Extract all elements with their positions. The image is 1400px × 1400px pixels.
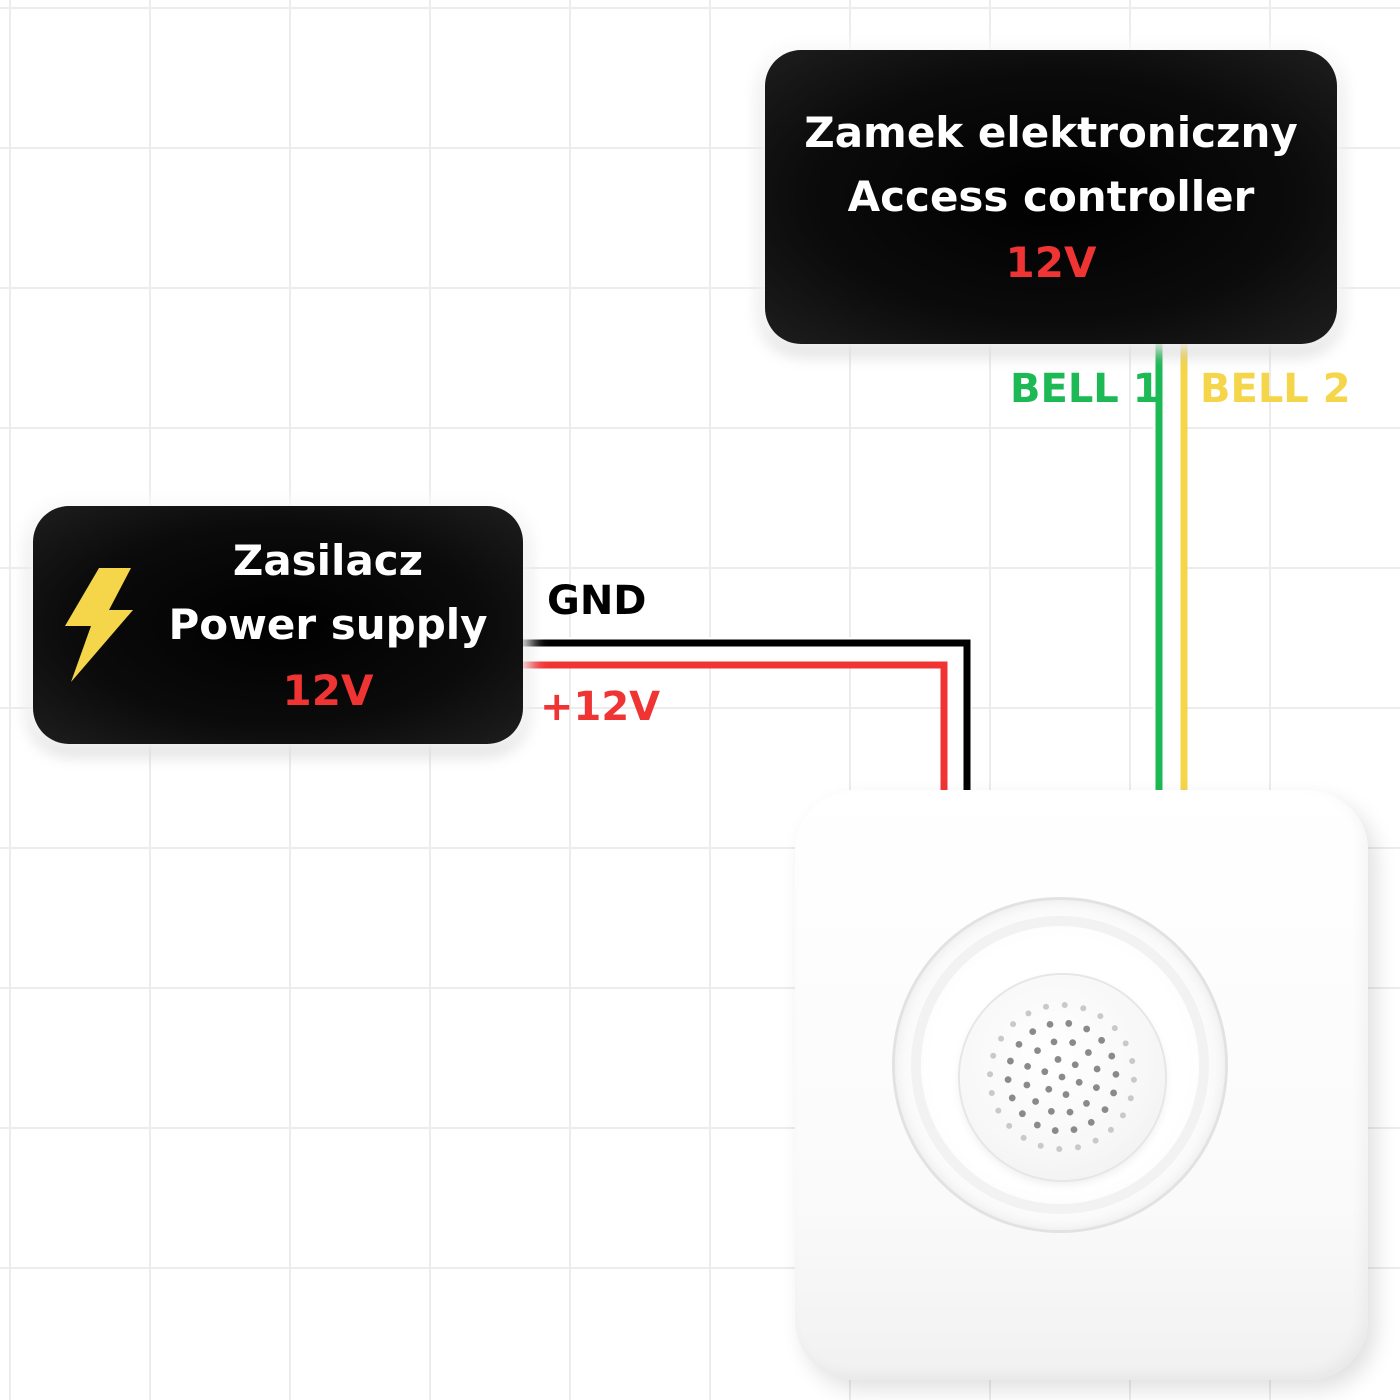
- bell2-label: BELL 2: [1200, 366, 1351, 412]
- speaker-hole: [1006, 1122, 1013, 1129]
- access-controller-voltage: 12V: [1005, 238, 1097, 287]
- speaker-hole: [1085, 1049, 1092, 1056]
- gnd-label: GND: [547, 578, 647, 624]
- speaker-hole: [1045, 1085, 1053, 1093]
- power-supply-title-en: Power supply: [168, 600, 488, 649]
- power-supply-box: Zasilacz Power supply 12V: [33, 506, 523, 744]
- speaker-hole: [1111, 1025, 1118, 1032]
- access-controller-title-en: Access controller: [847, 172, 1255, 221]
- speaker-hole: [1075, 1078, 1083, 1086]
- speaker-holes: [987, 1002, 1137, 1152]
- speaker-hole: [1107, 1126, 1114, 1133]
- speaker-hole: [1024, 1062, 1032, 1070]
- speaker-hole: [1023, 1081, 1031, 1089]
- access-controller-title-pl: Zamek elektroniczny: [804, 108, 1298, 157]
- speaker-hole: [1061, 1002, 1068, 1009]
- speaker-hole: [995, 1107, 1002, 1114]
- speaker-hole: [1071, 1061, 1079, 1069]
- speaker-hole: [988, 1089, 995, 1096]
- speaker-hole: [1041, 1068, 1049, 1076]
- speaker-hole: [1050, 1038, 1058, 1046]
- speaker-hole: [1054, 1056, 1062, 1063]
- speaker-hole: [1097, 1013, 1104, 1020]
- speaker-hole: [1043, 1003, 1050, 1010]
- speaker-hole: [1127, 1095, 1134, 1102]
- speaker-hole: [1092, 1137, 1099, 1144]
- speaker-hole: [1112, 1070, 1120, 1078]
- speaker-hole: [1056, 1145, 1063, 1152]
- speaker-hole: [1065, 1020, 1073, 1027]
- speaker-hole: [1051, 1127, 1059, 1134]
- speaker-hole: [1129, 1058, 1136, 1065]
- speaker-hole: [1110, 1089, 1117, 1097]
- speaker-hole: [1034, 1047, 1041, 1054]
- speaker-hole: [998, 1035, 1005, 1042]
- power-supply-title-pl: Zasilacz: [232, 536, 424, 585]
- speaker-hole: [987, 1071, 994, 1078]
- speaker-hole: [1004, 1076, 1012, 1084]
- gnd-wire: [522, 639, 971, 800]
- speaker-hole: [1015, 1040, 1023, 1048]
- speaker-hole: [1119, 1112, 1126, 1119]
- speaker-hole: [1058, 1073, 1066, 1081]
- speaker-hole: [1032, 1098, 1039, 1105]
- speaker-hole: [1046, 1020, 1054, 1028]
- speaker-hole: [1008, 1094, 1016, 1102]
- speaker-hole: [1070, 1126, 1078, 1134]
- lightning-bolt-icon: [65, 568, 133, 682]
- speaker-hole: [1093, 1065, 1101, 1073]
- plus12v-wire: [522, 661, 948, 800]
- speaker-hole: [1029, 1028, 1037, 1036]
- speaker-hole: [1122, 1040, 1129, 1047]
- speaker-hole: [1101, 1106, 1109, 1114]
- speaker-hole: [1018, 1110, 1026, 1118]
- speaker-hole: [1074, 1144, 1081, 1151]
- bell1-label: BELL 1: [1010, 366, 1161, 412]
- speaker-hole: [1037, 1142, 1044, 1149]
- doorbell-chime: [795, 790, 1368, 1380]
- speaker-hole: [1083, 1025, 1091, 1033]
- access-controller-box: Zamek elektroniczny Access controller 12…: [765, 50, 1337, 344]
- speaker-hole: [1047, 1107, 1055, 1115]
- plus12v-label: +12V: [540, 684, 661, 730]
- speaker-hole: [1069, 1039, 1077, 1047]
- speaker-hole: [1062, 1091, 1070, 1098]
- speaker-hole: [1083, 1100, 1090, 1107]
- speaker-hole: [1010, 1021, 1017, 1028]
- power-cable-sheath: [522, 637, 972, 800]
- speaker-hole: [1007, 1057, 1014, 1065]
- speaker-hole: [1080, 1005, 1087, 1012]
- power-supply-voltage: 12V: [282, 666, 374, 715]
- speaker-hole: [1087, 1118, 1095, 1126]
- speaker-hole: [1066, 1108, 1074, 1116]
- speaker-hole: [1108, 1052, 1116, 1060]
- speaker-hole: [1098, 1036, 1106, 1044]
- speaker-hole: [1025, 1010, 1032, 1017]
- speaker-hole: [1020, 1134, 1027, 1141]
- speaker-hole: [990, 1052, 997, 1059]
- speaker-hole: [1092, 1084, 1100, 1092]
- speaker-grille: [960, 975, 1165, 1180]
- speaker-hole: [1033, 1121, 1041, 1129]
- speaker-hole: [1130, 1076, 1137, 1083]
